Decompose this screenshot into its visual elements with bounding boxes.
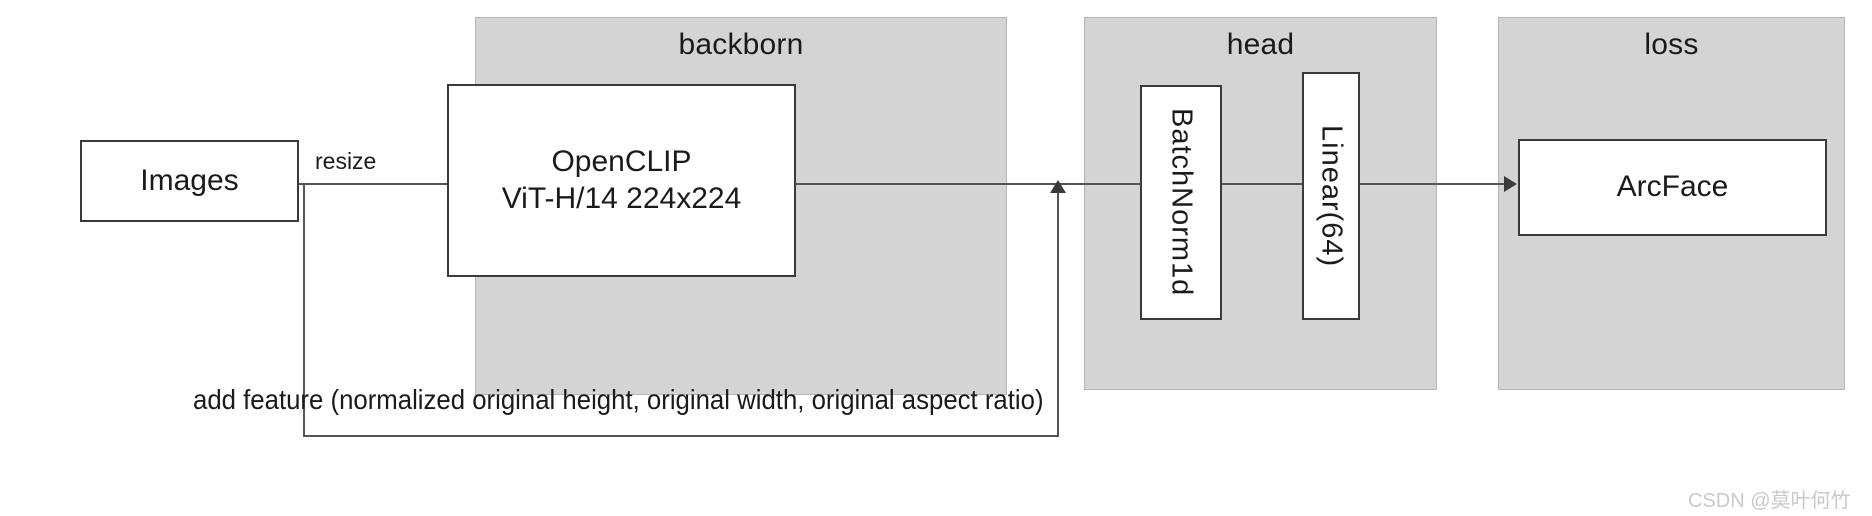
node-images-label: Images [140,163,239,197]
group-panel-head: head [1084,17,1437,390]
arrow-feedback-merge [1050,180,1066,193]
connector-batchnorm-to-linear [1222,183,1308,185]
connector-head-to-loss [1360,183,1508,185]
node-backbone-model-label: OpenCLIP ViT-H/14 224x224 [501,144,742,215]
connector-backbone-to-head [796,183,1144,185]
node-linear[interactable]: Linear(64) [1302,72,1360,320]
group-title-backborn: backborn [678,28,804,61]
connector-feedback-down [303,183,305,435]
caption-add-feature: add feature (normalized original height,… [193,384,1044,415]
arrow-head-to-loss [1504,176,1517,192]
group-title-loss: loss [1644,28,1699,61]
connector-feedback-up [1057,192,1059,435]
node-images[interactable]: Images [80,140,299,222]
node-batchnorm1d[interactable]: BatchNorm1d [1140,85,1222,320]
connector-images-to-backbone [299,183,535,185]
group-title-head: head [1226,28,1295,61]
node-arcface[interactable]: ArcFace [1518,139,1827,236]
node-backbone-model[interactable]: OpenCLIP ViT-H/14 224x224 [447,84,796,277]
connector-feedback-bottom [303,435,1059,437]
node-batchnorm1d-label: BatchNorm1d [1165,108,1198,297]
edge-label-resize: resize [312,148,380,175]
watermark-csdn: CSDN @莫叶何竹 [1688,490,1851,512]
node-arcface-label: ArcFace [1616,170,1729,204]
node-linear-label: Linear(64) [1315,124,1348,268]
